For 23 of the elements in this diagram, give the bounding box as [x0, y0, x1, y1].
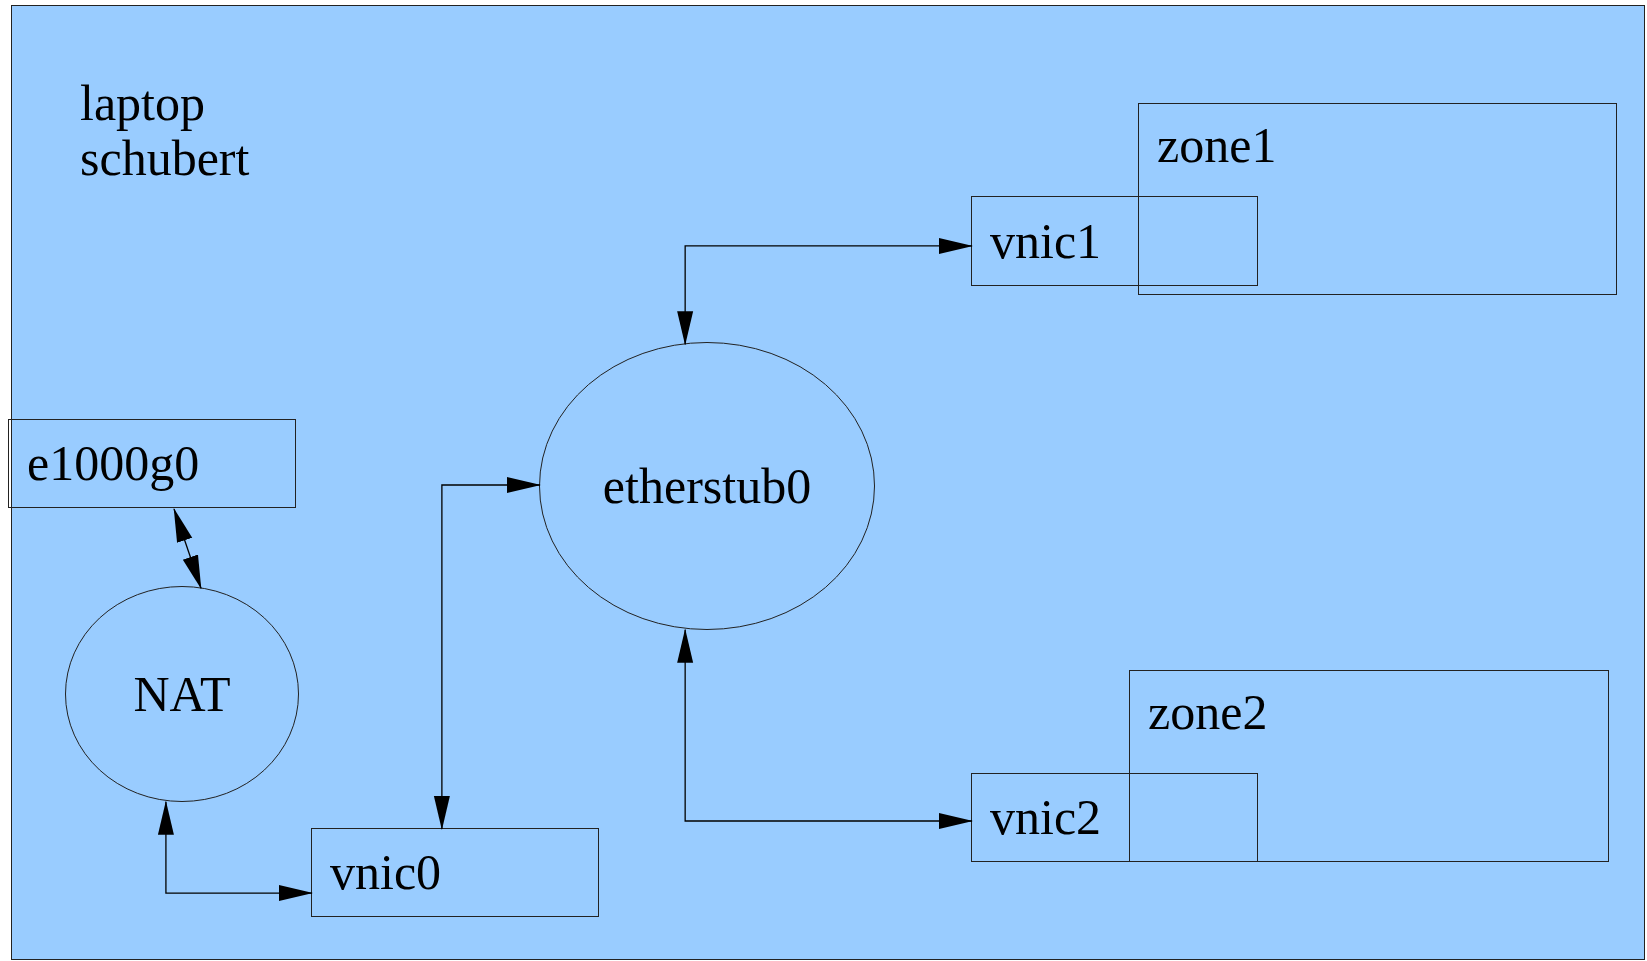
connector-arrow [677, 628, 973, 829]
node-label: vnic0 [330, 845, 442, 900]
connector-arrow [677, 237, 973, 346]
node-label: etherstub0 [602, 458, 812, 514]
connector-arrow [157, 800, 313, 902]
node-label: NAT [133, 666, 231, 722]
node-label: laptop schubert [80, 76, 251, 186]
rect-node [311, 828, 599, 917]
host-frame [11, 5, 1645, 960]
ellipse-node [539, 342, 875, 630]
node-label: zone1 [1157, 117, 1277, 173]
rect-node [1129, 670, 1609, 862]
node-label: vnic2 [990, 790, 1102, 845]
rect-node [8, 419, 296, 508]
node-label: e1000g0 [27, 436, 200, 491]
ellipse-node [65, 586, 299, 802]
rect-node [971, 773, 1258, 862]
rect-node [1138, 103, 1617, 295]
node-label: vnic1 [990, 213, 1102, 269]
node-label: zone2 [1148, 684, 1268, 740]
connector-arrow [433, 477, 541, 830]
connector-arrow [173, 508, 202, 590]
rect-node [971, 196, 1258, 286]
